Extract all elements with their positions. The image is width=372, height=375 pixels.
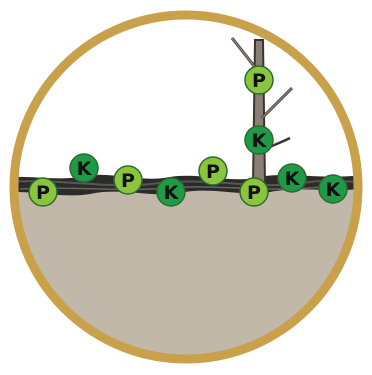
frame-ring [9, 10, 363, 364]
nutrient-label: K [164, 182, 180, 204]
nutrient-label: P [206, 161, 220, 183]
nutrient-p-soil-4: P [239, 177, 269, 207]
nutrient-label: K [285, 168, 301, 190]
nutrient-k-soil-1: K [69, 153, 99, 183]
nutrient-label: K [326, 179, 342, 201]
nutrient-label: P [252, 70, 266, 92]
nutrient-k-soil-2: K [156, 177, 186, 207]
nutrient-k-soil-3: K [277, 163, 307, 193]
nutrient-label: K [77, 158, 93, 180]
nutrient-label: P [121, 170, 135, 192]
nutrient-label: P [247, 182, 261, 204]
nutrient-k-stem: K [244, 125, 274, 155]
nutrient-p-stem: P [244, 65, 274, 95]
nutrient-k-soil-4: K [318, 174, 348, 204]
nutrient-p-soil-3: P [198, 156, 228, 186]
nutrient-p-soil-2: P [113, 165, 143, 195]
nutrient-p-soil-1: P [28, 177, 58, 207]
soil-area [18, 182, 354, 355]
nutrient-label: P [36, 182, 50, 204]
nutrient-label: K [252, 130, 268, 152]
